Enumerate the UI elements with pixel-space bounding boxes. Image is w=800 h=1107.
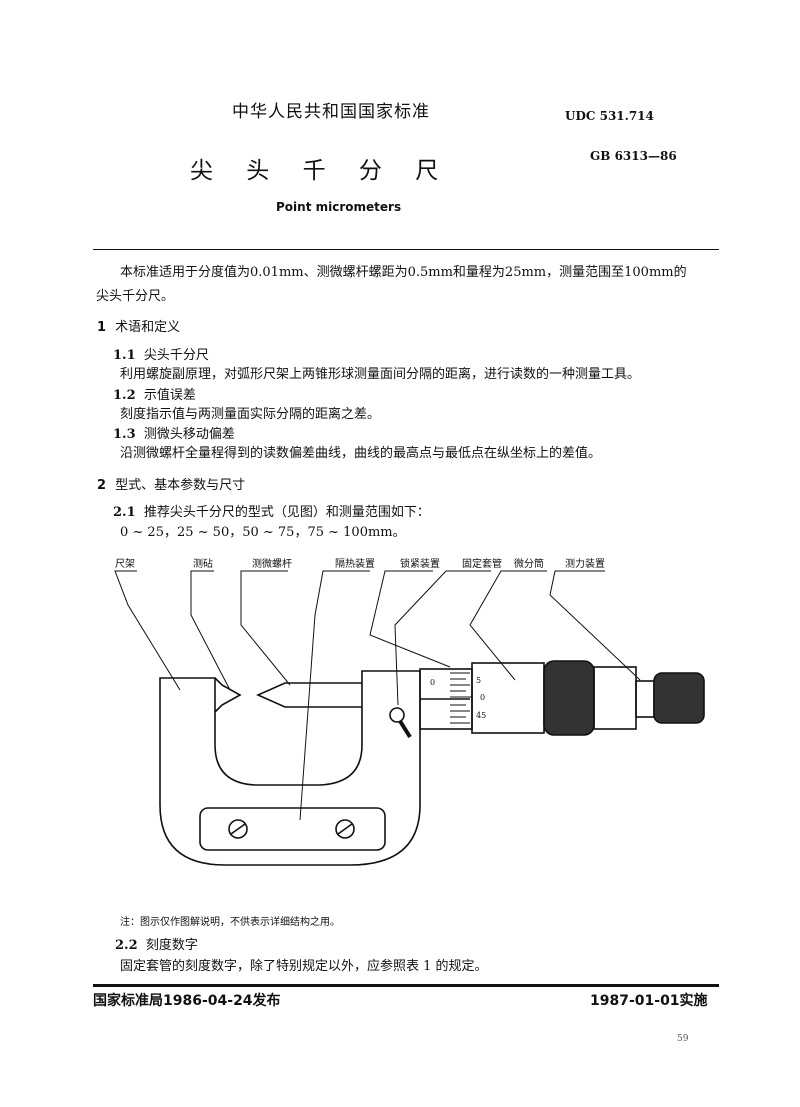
issue-date: 国家标准局1986-04-24发布: [93, 993, 281, 1009]
label-ratchet: 测力装置: [565, 557, 605, 570]
item-1-1-title: 尖头千分尺: [143, 348, 209, 363]
effective-date: 1987-01-01实施: [590, 993, 708, 1009]
udc-code: UDC 531.714: [565, 109, 654, 123]
screw-icon: [335, 819, 355, 839]
item-1-1-number: 1.1: [113, 348, 136, 363]
figure-note: 注：图示仅作图解说明，不供表示详细结构之用。: [120, 917, 340, 928]
frame-outline: [159, 670, 421, 866]
ratchet-knob: [653, 672, 705, 724]
thimble-scale-5: 5: [476, 676, 481, 685]
intro-line-1: 本标准适用于分度值为0.01mm、测微螺杆螺距为0.5mm和量程为25mm，测量…: [120, 265, 687, 280]
intro-line-2: 尖头千分尺。: [96, 289, 175, 304]
item-2-1-title: 推荐尖头千分尺的型式（见图）和测量范围如下：: [143, 505, 430, 520]
label-frame: 尺架: [115, 558, 135, 570]
screw-icon: [228, 819, 248, 839]
label-sleeve: 固定套管: [462, 557, 502, 570]
leader-lines: [114, 570, 641, 821]
document-title: 尖 头 千 分 尺: [190, 158, 439, 184]
measuring-ranges: 0 ~ 25，25 ~ 50，50 ~ 75，75 ~ 100mm。: [120, 525, 406, 540]
item-2-2-text: 固定套管的刻度数字，除了特别规定以外，应参照表 1 的规定。: [120, 959, 488, 974]
label-heat-insulator: 隔热装置: [335, 557, 375, 570]
gb-number: GB 6313—86: [590, 149, 677, 163]
heat-insulator: [199, 807, 386, 851]
thimble-scale-45: 45: [476, 711, 486, 720]
header-divider: [93, 249, 719, 250]
anvil-point: [214, 677, 242, 713]
item-1-3-number: 1.3: [113, 427, 136, 442]
issuing-org-heading: 中华人民共和国国家标准: [232, 102, 430, 122]
lock-knob: [389, 707, 405, 723]
thimble-knurl: [543, 660, 595, 736]
ratchet-neck: [635, 680, 655, 718]
label-thimble: 微分筒: [514, 557, 544, 570]
item-1-2-text: 刻度指示值与两测量面实际分隔的距离之差。: [120, 407, 381, 422]
english-title: Point micrometers: [276, 200, 402, 214]
item-1-1-text: 利用螺旋副原理，对弧形尺架上两锥形球测量面间分隔的距离，进行读数的一种测量工具。: [120, 367, 641, 382]
item-2-2-title: 刻度数字: [145, 938, 198, 953]
section-2-title: 型式、基本参数与尺寸: [115, 478, 246, 493]
label-spindle: 测微螺杆: [252, 557, 292, 570]
item-1-2-title: 示值误差: [143, 388, 196, 403]
item-2-1-number: 2.1: [113, 505, 136, 520]
thimble-scale-0: 0: [480, 693, 485, 702]
item-1-2-number: 1.2: [113, 388, 136, 403]
page-number: 59: [677, 1034, 689, 1044]
sleeve-scale-0: 0: [430, 678, 435, 687]
footer-divider: [93, 984, 719, 987]
item-1-3-text: 沿测微螺杆全量程得到的读数偏差曲线，曲线的最高点与最低点在纵坐标上的差值。: [120, 446, 602, 461]
spindle: [256, 682, 362, 708]
section-2-number: 2: [97, 478, 107, 493]
section-1-number: 1: [97, 320, 107, 335]
label-lock: 锁紧装置: [400, 557, 440, 570]
micrometer-figure: 尺架 测砧 测微螺杆 隔热装置 锁紧装置 固定套管 微分筒 测力装置 0 5 0…: [114, 557, 705, 866]
item-2-2-number: 2.2: [115, 938, 138, 953]
item-1-3-title: 测微头移动偏差: [143, 427, 235, 442]
thimble-end: [593, 666, 637, 730]
section-1-title: 术语和定义: [115, 320, 181, 335]
label-anvil: 测砧: [193, 557, 213, 570]
